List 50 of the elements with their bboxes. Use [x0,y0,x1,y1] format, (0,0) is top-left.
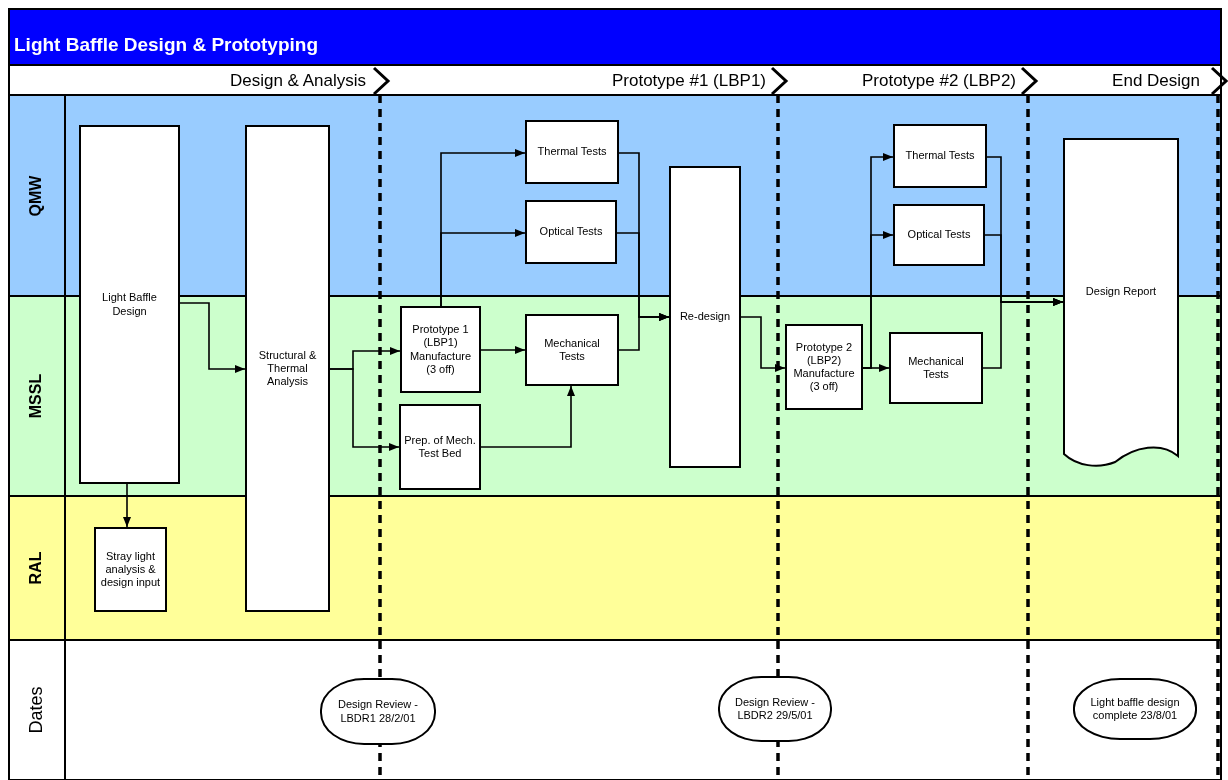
swimlane [8,496,1222,640]
process-box [785,324,863,410]
box-label: Re-design [679,310,731,324]
phase-label: Prototype #2 (LBP2) [861,71,1016,91]
process-box [525,314,619,386]
lane-label: MSSL [27,373,45,419]
box-label: Prep. of Mech. Test Bed [404,433,476,461]
box-label: Thermal Tests [537,145,607,159]
arrow [862,364,890,372]
process-box [669,166,741,468]
box-label: Design Report [1085,285,1157,299]
process-box [893,204,985,266]
arrow [618,313,670,351]
arrow [123,483,131,528]
lane-label: QMW [27,175,45,216]
process-box [94,527,167,612]
box-label: Design Review - LBDR1 28/2/01 [336,698,420,725]
box-label: Prototype 1 (LBP1) Manufacture (3 off) [408,323,473,376]
phase-label: Design & Analysis [229,71,366,91]
lane-label: Dates [25,686,47,734]
process-box [525,200,617,264]
process-box [893,124,987,188]
arrow [329,368,400,451]
box-label: Optical Tests [539,225,603,239]
box-label: Light baffle design complete 23/8/01 [1089,695,1181,723]
box-label: Prototype 2 (LBP2) Manufacture (3 off) [792,340,856,394]
box-label: Mechanical Tests [907,354,965,382]
arrow [480,385,575,448]
box-label: Optical Tests [907,228,971,242]
arrow [982,298,1064,369]
box-label: Stray light analysis & design input [99,549,162,590]
phase-label: Prototype #1 (LBP1) [611,71,766,91]
process-box [79,125,180,484]
process-box [889,332,983,404]
arrow [740,316,786,372]
process-box [245,125,330,612]
process-box [399,404,481,490]
arrow [179,302,246,373]
box-label: Structural & Thermal Analysis [257,348,318,389]
box-label: Design Review - LBDR2 29/5/01 [733,695,817,723]
phase-label: End Design [1112,71,1200,91]
diagram-title: Light Baffle Design & Prototyping [14,34,318,56]
box-label: Light Baffle Design [101,291,158,318]
arrow [480,346,526,354]
box-label: Thermal Tests [905,149,975,163]
process-box [400,306,481,393]
lane-label: RAL [27,551,45,585]
arrow [440,229,526,307]
process-box [525,120,619,184]
box-label: Mechanical Tests [543,336,601,364]
